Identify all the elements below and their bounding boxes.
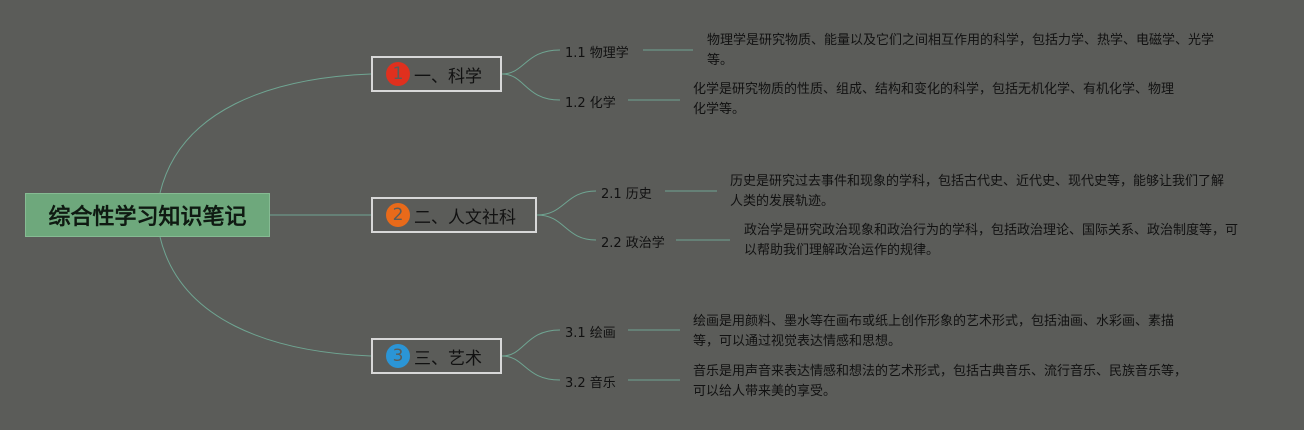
desc-physics: 物理学是研究物质、能量以及它们之间相互作用的科学，包括力学、热学、电磁学、光学等… xyxy=(707,33,1215,68)
desc-painting: 绘画是用颜料、墨水等在画布或纸上创作形象的艺术形式，包括油画、水彩画、素描等，可… xyxy=(693,314,1175,349)
root-node[interactable]: 综合性学习知识笔记 xyxy=(25,193,270,237)
desc-chemistry: 化学是研究物质的性质、组成、结构和变化的科学，包括无机化学、有机化学、物理化学等… xyxy=(693,82,1175,117)
branch-label: 一、科学 xyxy=(414,66,482,87)
subtopic-painting[interactable]: 3.1 绘画 xyxy=(565,326,616,341)
subtopic-music[interactable]: 3.2 音乐 xyxy=(565,376,616,391)
branch-art[interactable]: 3 三、艺术 xyxy=(371,338,502,374)
subtopic-chemistry[interactable]: 1.2 化学 xyxy=(565,96,616,111)
number-badge: 3 xyxy=(386,344,410,368)
branch-label: 三、艺术 xyxy=(414,348,482,369)
number-badge: 1 xyxy=(386,62,410,86)
branch-science[interactable]: 1 一、科学 xyxy=(371,56,502,92)
desc-music: 音乐是用声音来表达情感和想法的艺术形式，包括古典音乐、流行音乐、民族音乐等，可以… xyxy=(693,364,1188,399)
subtopic-physics[interactable]: 1.1 物理学 xyxy=(565,46,629,61)
number-badge: 2 xyxy=(386,203,410,227)
branch-label: 二、人文社科 xyxy=(414,207,516,228)
subtopic-history[interactable]: 2.1 历史 xyxy=(601,187,652,202)
root-title: 综合性学习知识笔记 xyxy=(48,205,247,230)
desc-politics: 政治学是研究政治现象和政治行为的学科，包括政治理论、国际关系、政治制度等，可以帮… xyxy=(744,223,1239,258)
branch-humanities[interactable]: 2 二、人文社科 xyxy=(371,197,537,233)
subtopic-politics[interactable]: 2.2 政治学 xyxy=(601,236,665,251)
desc-history: 历史是研究过去事件和现象的学科，包括古代史、近代史、现代史等，能够让我们了解人类… xyxy=(730,174,1225,209)
